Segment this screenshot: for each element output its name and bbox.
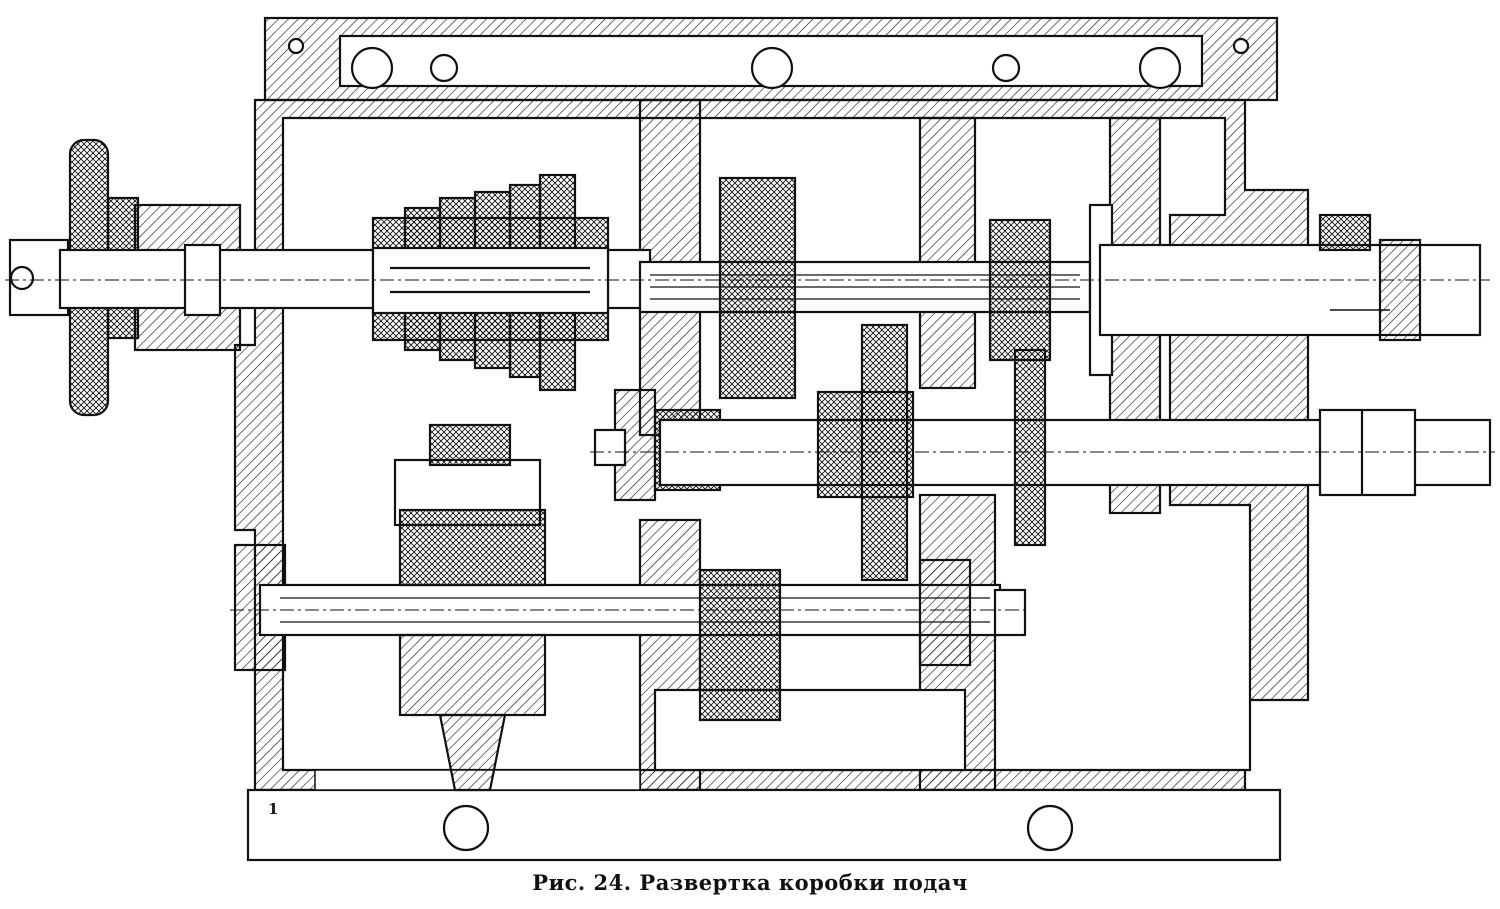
bolt-hole-icon (287, 37, 305, 55)
hex-nut-icon (9, 265, 35, 291)
figure-caption: Рис. 24. Развертка коробки подач (532, 870, 968, 895)
hex-nut-icon (429, 53, 459, 83)
hex-bolt-icon (1138, 46, 1182, 90)
hex-bolt-icon (750, 46, 794, 90)
upper-spline-shaft (638, 176, 1482, 400)
right-brackets (1307, 309, 1390, 700)
hex-bolt-icon (442, 804, 490, 852)
bolt-hole-icon (1232, 37, 1250, 55)
hex-bolt-icon (350, 46, 394, 90)
callout-label: 1 (268, 800, 279, 818)
hex-nut-icon (991, 53, 1021, 83)
cover-bolts (350, 46, 1182, 90)
base-bolts (442, 804, 1074, 852)
hex-bolt-icon (1026, 804, 1074, 852)
axis-lines (5, 279, 1495, 611)
